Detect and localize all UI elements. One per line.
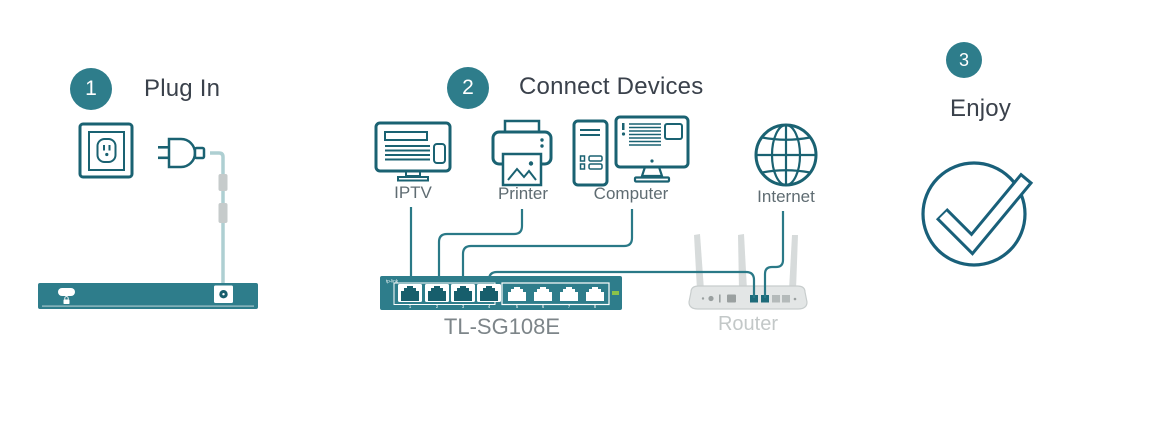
router-device	[688, 234, 808, 310]
wall-outlet-icon	[78, 122, 134, 179]
printer-icon	[491, 119, 553, 187]
iptv-icon	[374, 121, 452, 182]
router-antenna-left	[694, 234, 704, 290]
kensington-slot-icon	[58, 288, 75, 296]
step1-badge: 1	[70, 68, 112, 110]
step2-number: 2	[462, 76, 474, 99]
switch-front-panel: tp-link 1 2 3 4 5 6 7 8	[380, 276, 622, 310]
check-circle-icon	[921, 161, 1034, 267]
internet-globe-icon	[754, 123, 818, 187]
step3-number: 3	[958, 49, 969, 70]
router-label: Router	[717, 313, 779, 335]
svg-text:5: 5	[516, 304, 519, 309]
switch-led-indicator	[612, 291, 619, 295]
step3-badge: 3	[946, 42, 982, 78]
switch-ports-1-4	[398, 284, 501, 302]
svg-text:2: 2	[436, 304, 439, 309]
internet-label: Internet	[757, 187, 815, 206]
printer-label: Printer	[497, 184, 549, 203]
computer-icon	[572, 115, 690, 187]
iptv-label: IPTV	[394, 183, 432, 202]
router-port-gray-1	[772, 295, 780, 303]
switch-ports-5-8	[508, 287, 604, 301]
switch-back-panel	[38, 283, 258, 309]
step1-title: Plug In	[144, 75, 221, 102]
router-antenna-middle	[738, 234, 747, 290]
svg-text:3: 3	[462, 304, 465, 309]
svg-text:7: 7	[568, 304, 571, 309]
router-port-teal-1	[750, 295, 758, 303]
svg-text:1: 1	[409, 304, 412, 309]
switch-port-numbers: 1 2 3 4 5 6 7 8	[409, 304, 597, 309]
router-port-gray-2	[782, 295, 790, 303]
lock-icon	[63, 299, 70, 304]
step2-title: Connect Devices	[519, 73, 704, 100]
router-port-teal-2	[761, 295, 769, 303]
step1-number: 1	[85, 77, 97, 100]
power-plug-cable	[158, 137, 228, 287]
switch-model-label: TL-SG108E	[443, 314, 561, 339]
router-antenna-right	[789, 235, 798, 290]
switch-brand-logo: tp-link	[386, 279, 399, 284]
computer-label: Computer	[593, 184, 669, 203]
step3-title: Enjoy	[950, 95, 1012, 122]
svg-text:8: 8	[594, 304, 597, 309]
svg-text:4: 4	[488, 304, 491, 309]
step2-badge: 2	[447, 67, 489, 109]
svg-text:6: 6	[542, 304, 545, 309]
